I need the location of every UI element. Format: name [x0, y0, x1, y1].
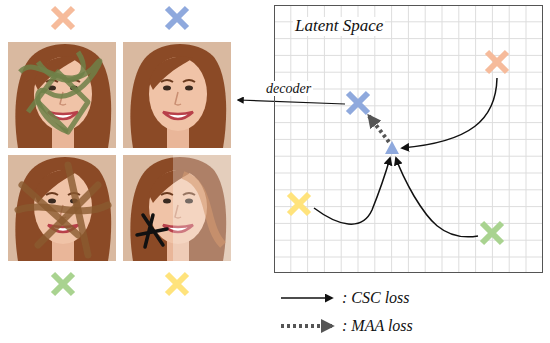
latent-space-panel: Latent Space: [274, 5, 543, 273]
legend-sample: [280, 287, 338, 309]
legend-text: : MAA loss: [342, 316, 413, 335]
panel-title: Latent Space: [293, 17, 385, 36]
legend-sample: [280, 315, 338, 337]
legend-arrow: [281, 297, 332, 299]
arrow-label: decoder: [264, 81, 313, 96]
legend-text: : CSC loss: [342, 288, 410, 307]
legend-arrow: [281, 324, 332, 328]
